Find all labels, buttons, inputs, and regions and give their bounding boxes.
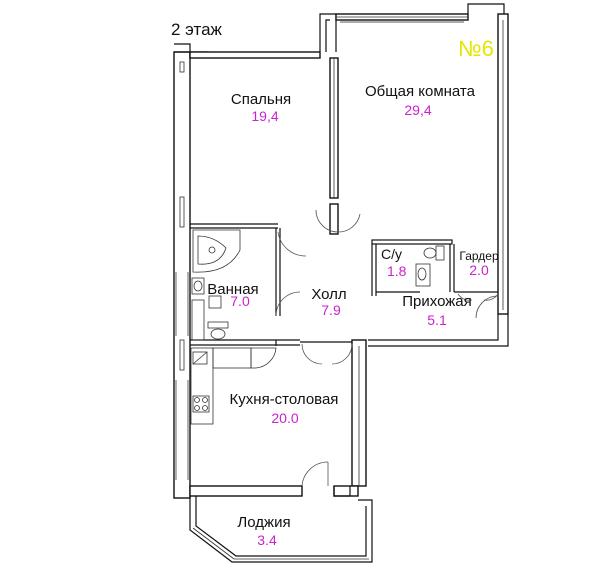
bathroom-toilet bbox=[207, 321, 229, 340]
room-area-loggia: 3.4 bbox=[257, 532, 277, 548]
unit-number: №6 bbox=[458, 36, 494, 61]
outer-walls bbox=[173, 3, 509, 563]
room-name-entrance: Прихожая bbox=[402, 293, 472, 310]
room-area-entrance: 5.1 bbox=[427, 312, 447, 328]
washing-machine bbox=[191, 295, 222, 341]
room-name-wardrobe: Гардер bbox=[459, 249, 499, 263]
room-area-bedroom: 19,4 bbox=[251, 108, 278, 124]
room-area-bathroom: 7.0 bbox=[230, 293, 250, 309]
doors bbox=[275, 209, 499, 487]
room-name-bedroom: Спальня bbox=[231, 91, 291, 108]
interior-walls bbox=[190, 57, 498, 346]
room-area-hall: 7.9 bbox=[321, 302, 341, 318]
wc-toilet bbox=[423, 245, 445, 261]
floor-label: 2 этаж bbox=[171, 20, 223, 39]
room-area-wc: 1.8 bbox=[387, 263, 407, 279]
kitchen-units bbox=[190, 347, 277, 425]
windows bbox=[175, 21, 464, 480]
bathtub bbox=[192, 229, 241, 273]
room-name-living: Общая комната bbox=[365, 83, 476, 100]
bathroom-sink bbox=[191, 277, 205, 295]
room-name-loggia: Лоджия bbox=[237, 514, 290, 531]
room-name-bathroom: Ванная bbox=[207, 281, 258, 298]
room-area-kitchen: 20.0 bbox=[271, 410, 298, 426]
wc-sink bbox=[415, 263, 431, 287]
room-name-hall: Холл bbox=[311, 286, 346, 303]
room-name-kitchen: Кухня-столовая bbox=[230, 391, 339, 408]
room-area-wardrobe: 2.0 bbox=[469, 262, 489, 278]
room-name-wc: С/у bbox=[381, 246, 402, 262]
room-area-living: 29,4 bbox=[404, 102, 431, 118]
